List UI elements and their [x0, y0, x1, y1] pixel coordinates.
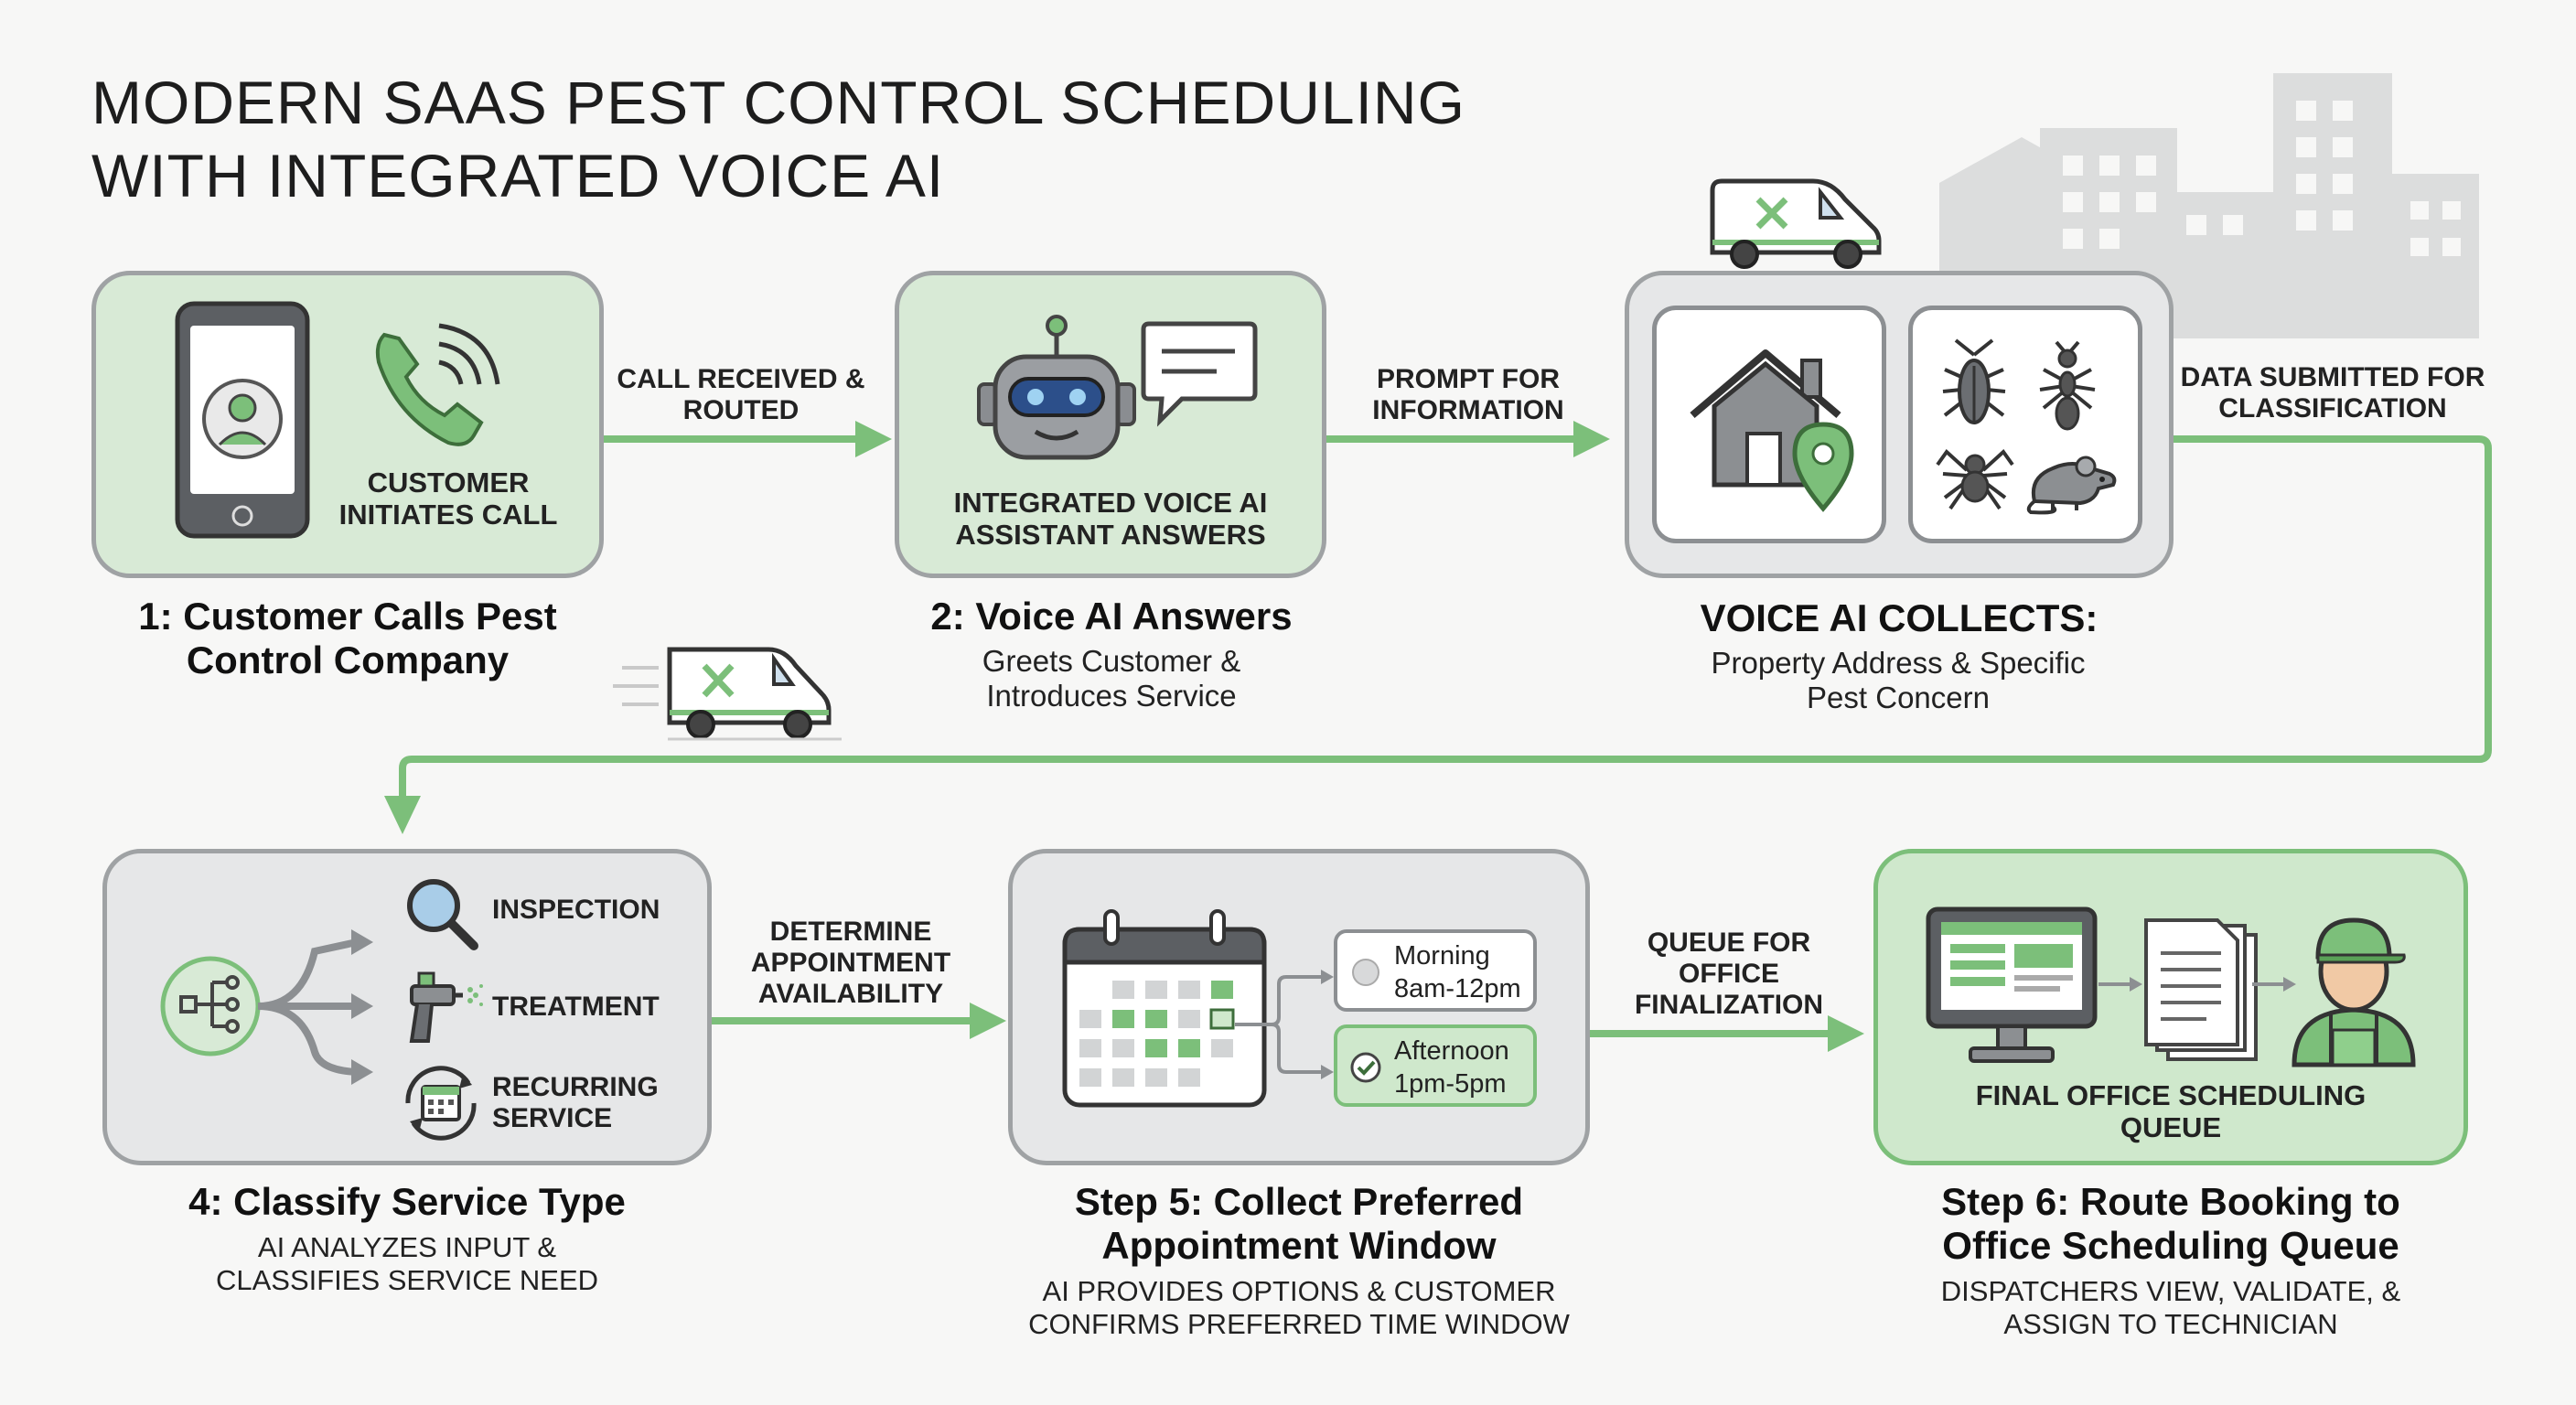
flow-arrow-icon [2098, 977, 2142, 992]
slot-morning[interactable]: Morning 8am-12pm [1334, 929, 1537, 1012]
option-recurring-service: RECURRING SERVICE [492, 1072, 659, 1133]
arrow-1 [604, 421, 892, 457]
technician-icon [2292, 917, 2416, 1067]
smartphone-icon [175, 301, 310, 539]
phone-ringing-icon [375, 323, 500, 446]
calendar-icon [1062, 909, 1267, 1108]
diagram-title: MODERN SAAS PEST CONTROL SCHEDULING WITH… [91, 66, 1465, 212]
magnifier-icon [407, 879, 478, 950]
step-6-title: Step 6: Route Booking to Office Scheduli… [1941, 1180, 2400, 1267]
step-1-title: 1: Customer Calls Pest Control Company [138, 595, 557, 681]
slot-afternoon-name: Afternoon [1394, 1036, 1509, 1066]
ant-icon [2039, 340, 2096, 431]
location-pin-icon [1792, 422, 1854, 512]
delivery-van-icon [613, 647, 842, 741]
arrow-4 [712, 1003, 1006, 1039]
documents-icon [2144, 918, 2258, 1061]
step-3-title: VOICE AI COLLECTS: [1700, 596, 2098, 639]
slot-morning-name: Morning [1394, 941, 1490, 971]
cockroach-icon [1942, 338, 2006, 424]
option-inspection: INSPECTION [492, 895, 660, 925]
step-4-desc: AI ANALYZES INPUT & CLASSIFIES SERVICE N… [215, 1231, 599, 1296]
slot-afternoon[interactable]: Afternoon 1pm-5pm [1334, 1024, 1537, 1107]
step-5-desc: AI PROVIDES OPTIONS & CUSTOMER CONFIRMS … [1028, 1275, 1570, 1340]
edge-label-1: CALL RECEIVED & ROUTED [617, 364, 865, 425]
slot-connector [1235, 970, 1334, 1079]
step-1-box-label: CUSTOMER INITIATES CALL [338, 467, 558, 531]
arrow-2 [1326, 421, 1610, 457]
mouse-icon [2026, 456, 2117, 515]
monitor-icon [1926, 906, 2098, 1063]
step-2-box-label: INTEGRATED VOICE AI ASSISTANT ANSWERS [953, 487, 1268, 551]
step-2-desc: Greets Customer & Introduces Service [982, 644, 1241, 713]
step-6-box-label: FINAL OFFICE SCHEDULING QUEUE [1975, 1079, 2367, 1143]
slot-morning-time: 8am-12pm [1394, 974, 1521, 1003]
edge-label-5: QUEUE FOR OFFICE FINALIZATION [1634, 928, 1824, 1020]
delivery-van-icon [1710, 178, 1882, 269]
recurring-calendar-icon [405, 1066, 477, 1141]
radio-empty-icon [1352, 959, 1379, 986]
check-icon [1350, 1052, 1381, 1083]
robot-icon [977, 315, 1136, 460]
step-2-title: 2: Voice AI Answers [930, 595, 1293, 638]
flow-split-icon [160, 929, 373, 1085]
arrow-5 [1590, 1015, 1864, 1052]
spray-gun-icon [409, 971, 483, 1043]
slot-afternoon-time: 1pm-5pm [1394, 1069, 1507, 1099]
title-line-1: MODERN SAAS PEST CONTROL SCHEDULING [91, 69, 1465, 136]
spider-icon [1936, 449, 2014, 510]
title-line-2: WITH INTEGRATED VOICE AI [91, 142, 945, 209]
arrow-3 [384, 435, 2492, 834]
step-4-title: 4: Classify Service Type [188, 1180, 626, 1223]
flow-arrow-icon [2252, 977, 2296, 992]
edge-label-2: PROMPT FOR INFORMATION [1372, 364, 1564, 425]
pest-panel [1908, 306, 2142, 543]
step-6-desc: DISPATCHERS VIEW, VALIDATE, & ASSIGN TO … [1940, 1275, 2401, 1340]
step-3-desc: Property Address & Specific Pest Concern [1711, 646, 2086, 714]
edge-label-4: DETERMINE APPOINTMENT AVAILABILITY [750, 917, 951, 1009]
step-5-title: Step 5: Collect Preferred Appointment Wi… [1074, 1180, 1524, 1267]
speech-bubble-icon [1141, 321, 1258, 427]
option-treatment: TREATMENT [492, 992, 660, 1022]
edge-label-3: DATA SUBMITTED FOR CLASSIFICATION [2180, 362, 2485, 424]
